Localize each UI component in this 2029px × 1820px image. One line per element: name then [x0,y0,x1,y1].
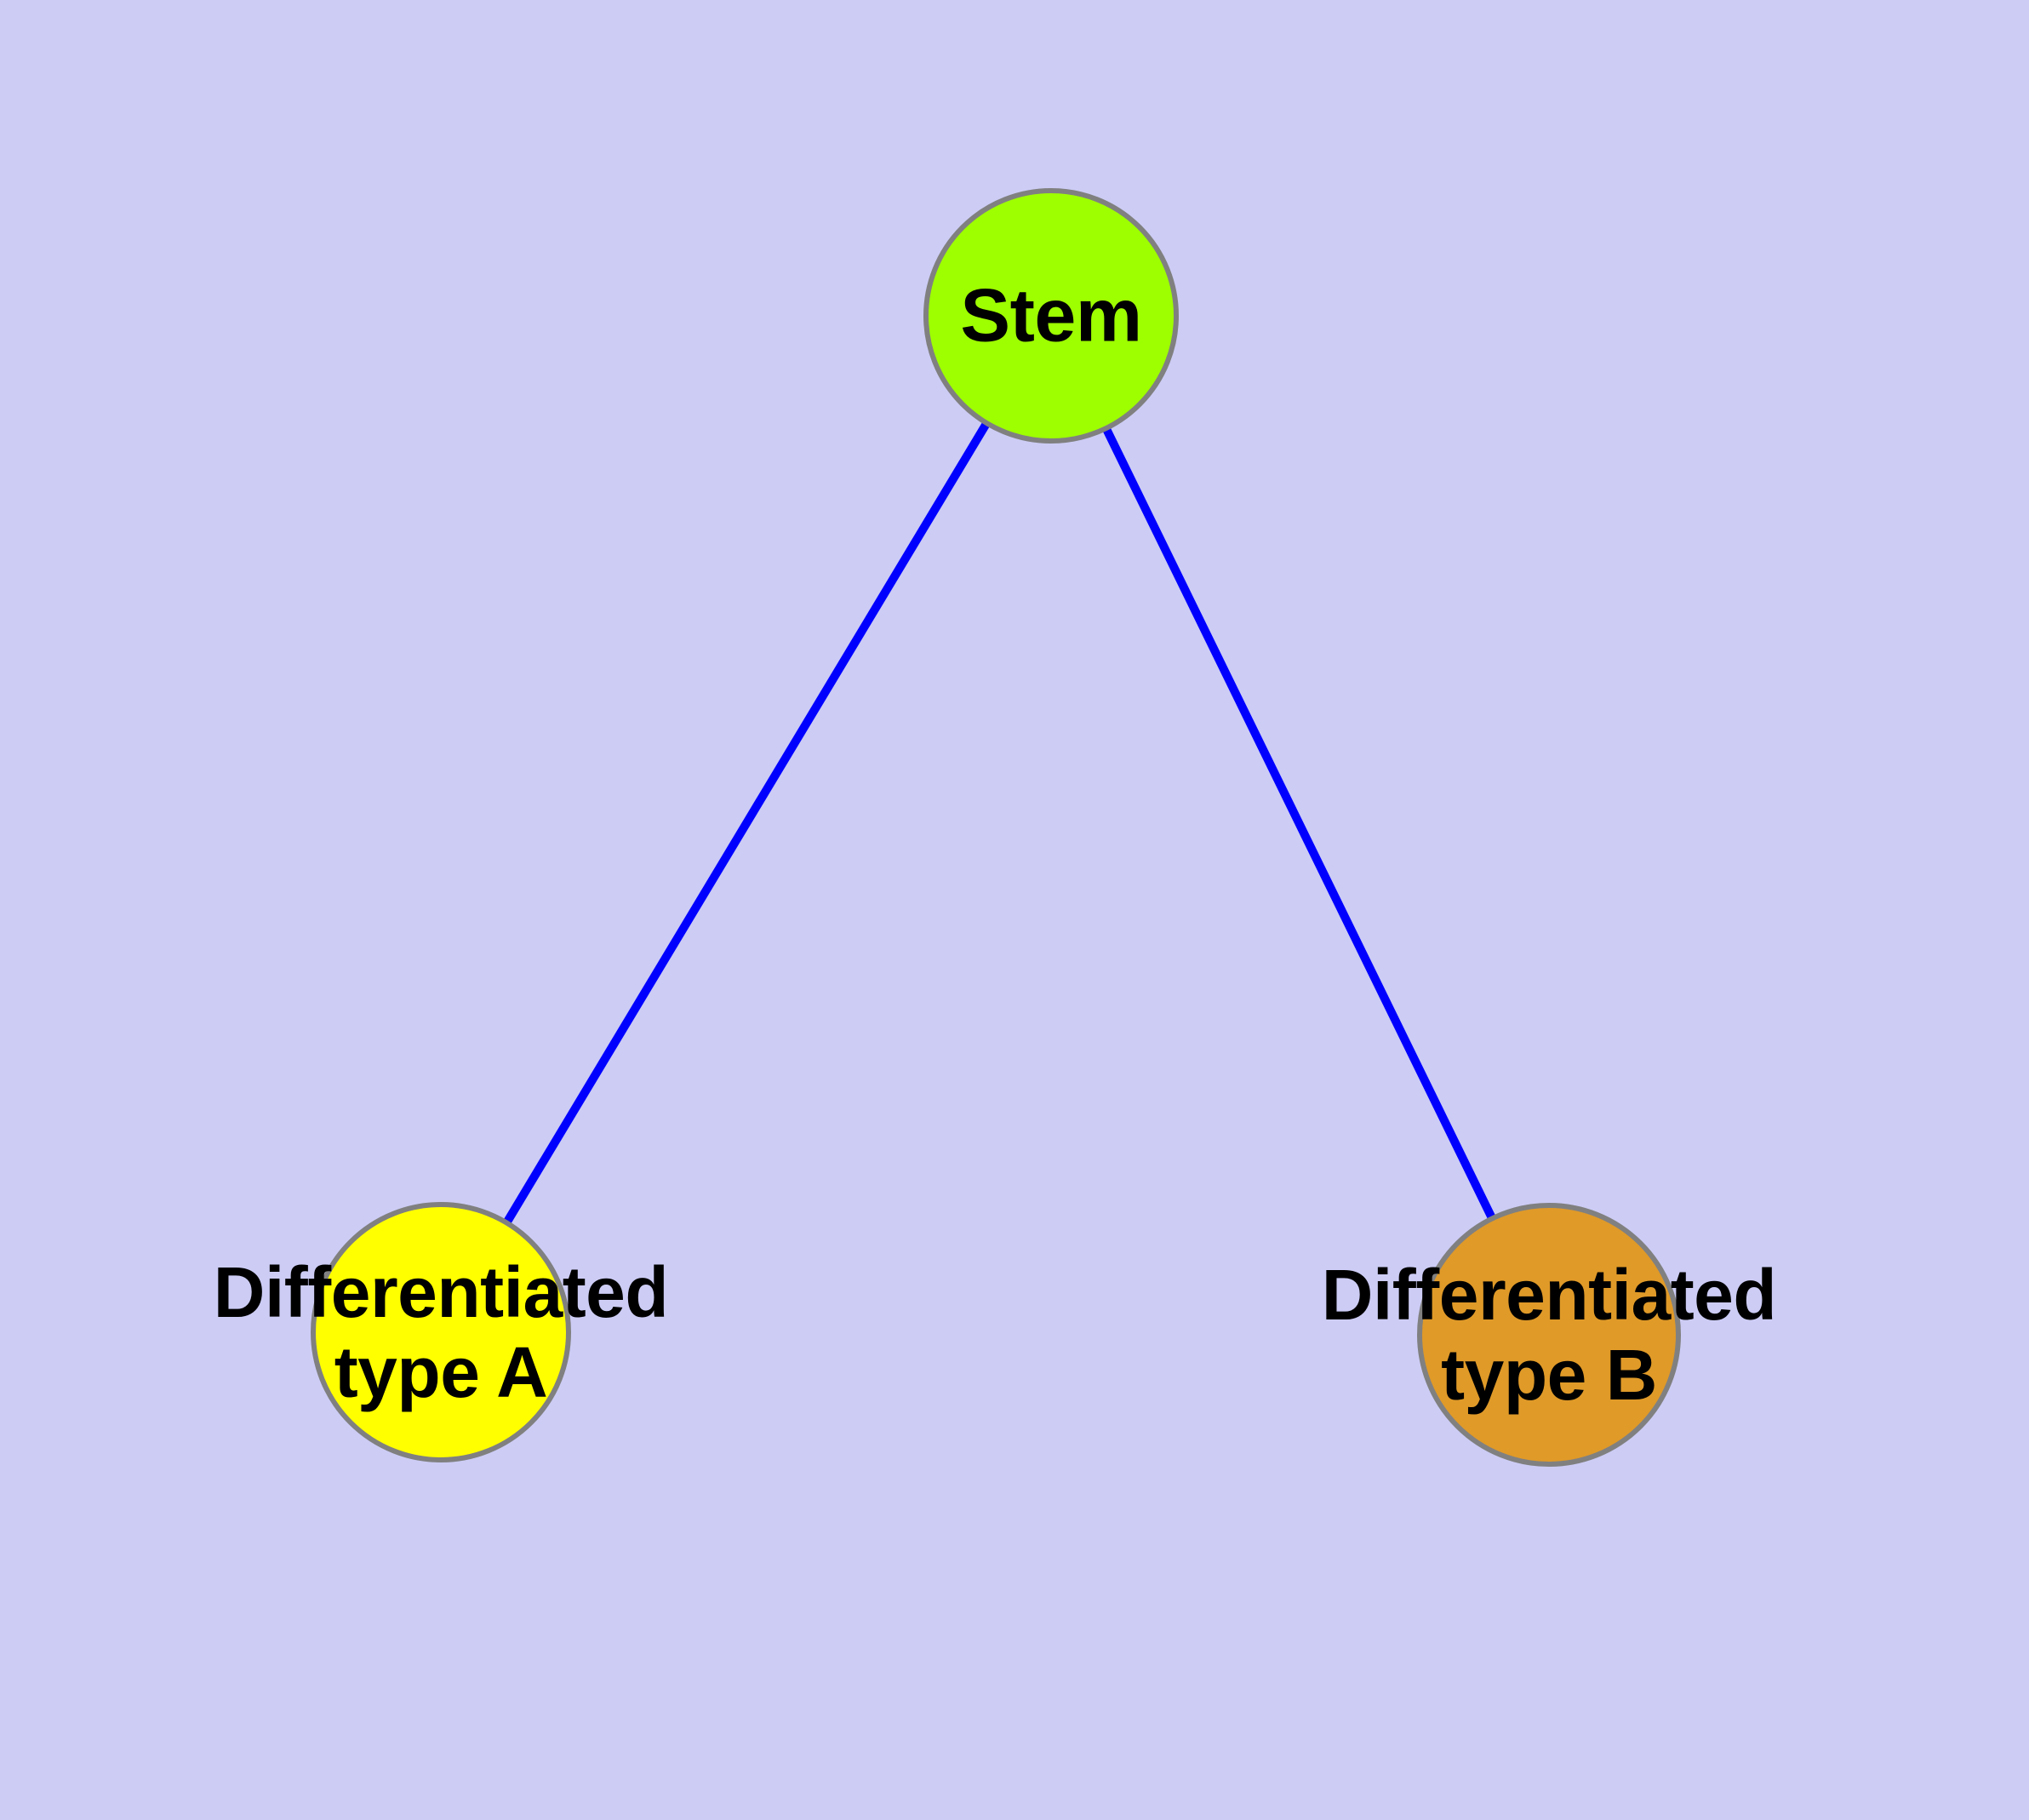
node-layer [311,188,1681,1467]
edge-stem-diff-b[interactable] [1102,426,1496,1221]
edge-layer [502,421,1496,1225]
node-diff_a[interactable] [311,1202,571,1462]
node-diff_b[interactable] [1417,1203,1681,1467]
node-stem[interactable] [923,188,1179,444]
edge-stem-diff-a[interactable] [502,421,991,1225]
